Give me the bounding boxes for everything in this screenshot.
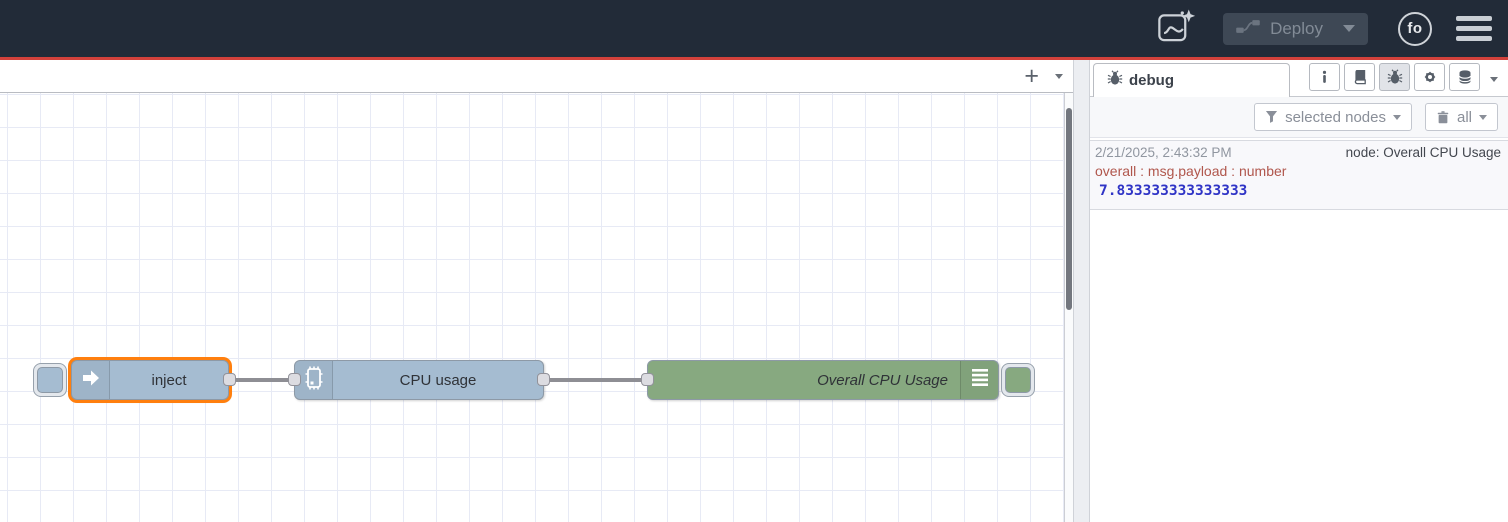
- hamburger-icon: [1456, 16, 1492, 21]
- debug-toggle-button[interactable]: [1001, 363, 1035, 397]
- node-label: inject: [151, 371, 187, 389]
- bug-icon: [1387, 69, 1402, 84]
- flow-canvas[interactable]: inject: [0, 93, 1064, 522]
- avatar-initials: fo: [1407, 20, 1423, 37]
- cpu-input-port[interactable]: [288, 373, 301, 386]
- trash-icon: [1437, 110, 1449, 123]
- filter-chevron-down-icon: [1392, 114, 1401, 120]
- canvas-wrap: inject: [0, 93, 1073, 522]
- node-label: CPU usage: [399, 371, 477, 389]
- add-flow-button[interactable]: +: [1024, 61, 1039, 90]
- wire-inject-to-cpu[interactable]: [230, 378, 296, 382]
- debug-input-port[interactable]: [641, 373, 654, 386]
- message-property: overall : msg.payload : number: [1095, 163, 1287, 179]
- wire-cpu-to-debug[interactable]: [544, 378, 648, 382]
- cpu-chip-icon: [301, 364, 327, 397]
- canvas-vertical-scrollbar[interactable]: [1064, 93, 1073, 522]
- sidebar-menu-chevron-down-icon[interactable]: [1490, 77, 1498, 82]
- node-overall-cpu-usage[interactable]: Overall CPU Usage: [647, 360, 999, 400]
- user-avatar[interactable]: fo: [1398, 11, 1432, 46]
- inject-output-port[interactable]: [223, 373, 236, 386]
- inject-arrow-icon: [80, 367, 102, 394]
- workspace: + inject: [0, 60, 1073, 522]
- config-tab-button[interactable]: [1414, 63, 1445, 91]
- scrollbar-thumb[interactable]: [1066, 108, 1072, 310]
- node-inject[interactable]: inject: [71, 360, 229, 400]
- debug-list-icon: [971, 368, 989, 393]
- deploy-chevron-down-icon[interactable]: [1343, 25, 1355, 32]
- clear-messages-button[interactable]: all: [1424, 103, 1498, 131]
- inject-trigger-button[interactable]: [33, 363, 67, 397]
- debug-toolbar: selected nodes all: [1090, 97, 1508, 138]
- node-cpu-usage[interactable]: CPU usage: [294, 360, 544, 400]
- main-menu-button[interactable]: [1456, 16, 1492, 41]
- app-header: Deploy fo: [0, 0, 1508, 57]
- message-timestamp: 2/21/2025, 2:43:32 PM: [1095, 145, 1232, 160]
- deploy-button[interactable]: Deploy: [1223, 12, 1368, 45]
- info-tab-button[interactable]: [1309, 63, 1340, 91]
- flow-assistant-button[interactable]: [1157, 8, 1197, 49]
- clear-scope-label: all: [1456, 108, 1472, 126]
- message-value: 7.833333333333333: [1099, 183, 1248, 199]
- main-area: + inject: [0, 60, 1508, 522]
- flow-sparkle-icon: [1157, 8, 1197, 49]
- sidebar-tabbar: debug: [1090, 60, 1508, 97]
- cpu-output-port[interactable]: [537, 373, 550, 386]
- tab-debug[interactable]: debug: [1093, 63, 1290, 97]
- bug-icon: [1107, 70, 1123, 91]
- debug-message: 2/21/2025, 2:43:32 PM node: Overall CPU …: [1090, 140, 1508, 210]
- flow-list-chevron-down-icon[interactable]: [1055, 73, 1063, 79]
- tab-debug-label: debug: [1129, 72, 1174, 89]
- header-accent-line: [0, 57, 1508, 60]
- funnel-icon: [1266, 110, 1278, 123]
- sidebar-splitter[interactable]: [1073, 60, 1090, 522]
- deploy-label: Deploy: [1270, 18, 1323, 38]
- debug-tab-button[interactable]: [1379, 63, 1410, 91]
- database-icon: [1458, 70, 1471, 84]
- debug-sidebar: debug: [1090, 60, 1508, 522]
- sidebar-icon-buttons: [1309, 63, 1480, 91]
- flow-tabbar: +: [0, 60, 1073, 93]
- clear-chevron-down-icon: [1479, 114, 1487, 120]
- filter-label: selected nodes: [1285, 108, 1386, 126]
- help-tab-button[interactable]: [1344, 63, 1375, 91]
- info-icon: [1322, 70, 1327, 83]
- debug-message-list: 2/21/2025, 2:43:32 PM node: Overall CPU …: [1090, 138, 1508, 522]
- filter-button[interactable]: selected nodes: [1254, 103, 1412, 131]
- node-label: Overall CPU Usage: [817, 371, 948, 389]
- message-source-node: node: Overall CPU Usage: [1345, 145, 1501, 160]
- gear-icon: [1424, 71, 1435, 83]
- context-tab-button[interactable]: [1449, 63, 1480, 91]
- deploy-nodes-icon: [1236, 19, 1260, 39]
- book-icon: [1354, 70, 1366, 85]
